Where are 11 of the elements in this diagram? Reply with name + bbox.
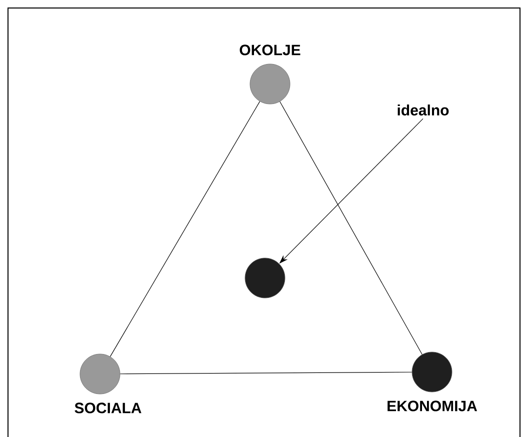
line xyxy=(280,101,422,355)
circle-node: OKOLJE xyxy=(240,44,300,104)
node-label: EKONOMIJA xyxy=(388,400,478,412)
node-label: OKOLJE xyxy=(240,44,300,56)
circle-node xyxy=(244,258,286,298)
node-label: SOCIALA xyxy=(74,402,142,414)
circle-node: SOCIALA xyxy=(74,354,142,414)
label-text: idealno xyxy=(398,104,449,116)
circle-node: EKONOMIJA xyxy=(388,352,478,412)
line xyxy=(120,372,412,374)
line xyxy=(110,101,260,357)
